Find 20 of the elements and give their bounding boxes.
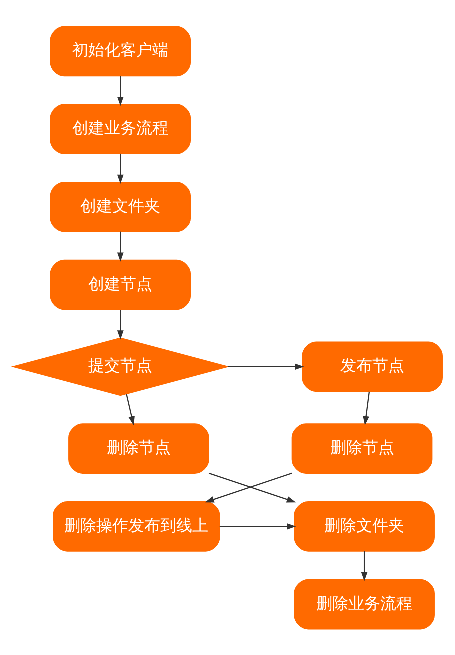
node-box: 发布节点 (302, 341, 442, 392)
node-box: 创建业务流程 (50, 104, 191, 154)
node-box: 删除节点 (68, 423, 209, 474)
arrow (116, 310, 124, 340)
arrow (116, 231, 124, 262)
node-box: 创建文件夹 (50, 182, 191, 232)
arrow (126, 394, 134, 426)
node-box: 创建节点 (50, 259, 191, 310)
node-box: 初始化客户端 (50, 26, 191, 76)
arrow (360, 550, 368, 581)
arrow (219, 522, 296, 530)
arrow (227, 363, 304, 370)
node-box: 删除文件夹 (294, 500, 434, 552)
node-box: 删除节点 (291, 423, 432, 474)
arrow (362, 391, 370, 426)
arrow (116, 76, 124, 106)
node-diamond: 提交节点 (10, 337, 230, 396)
node-box: 删除业务流程 (294, 578, 434, 630)
arrow (116, 153, 124, 184)
node-box: 删除操作发布到线上 (52, 500, 220, 552)
